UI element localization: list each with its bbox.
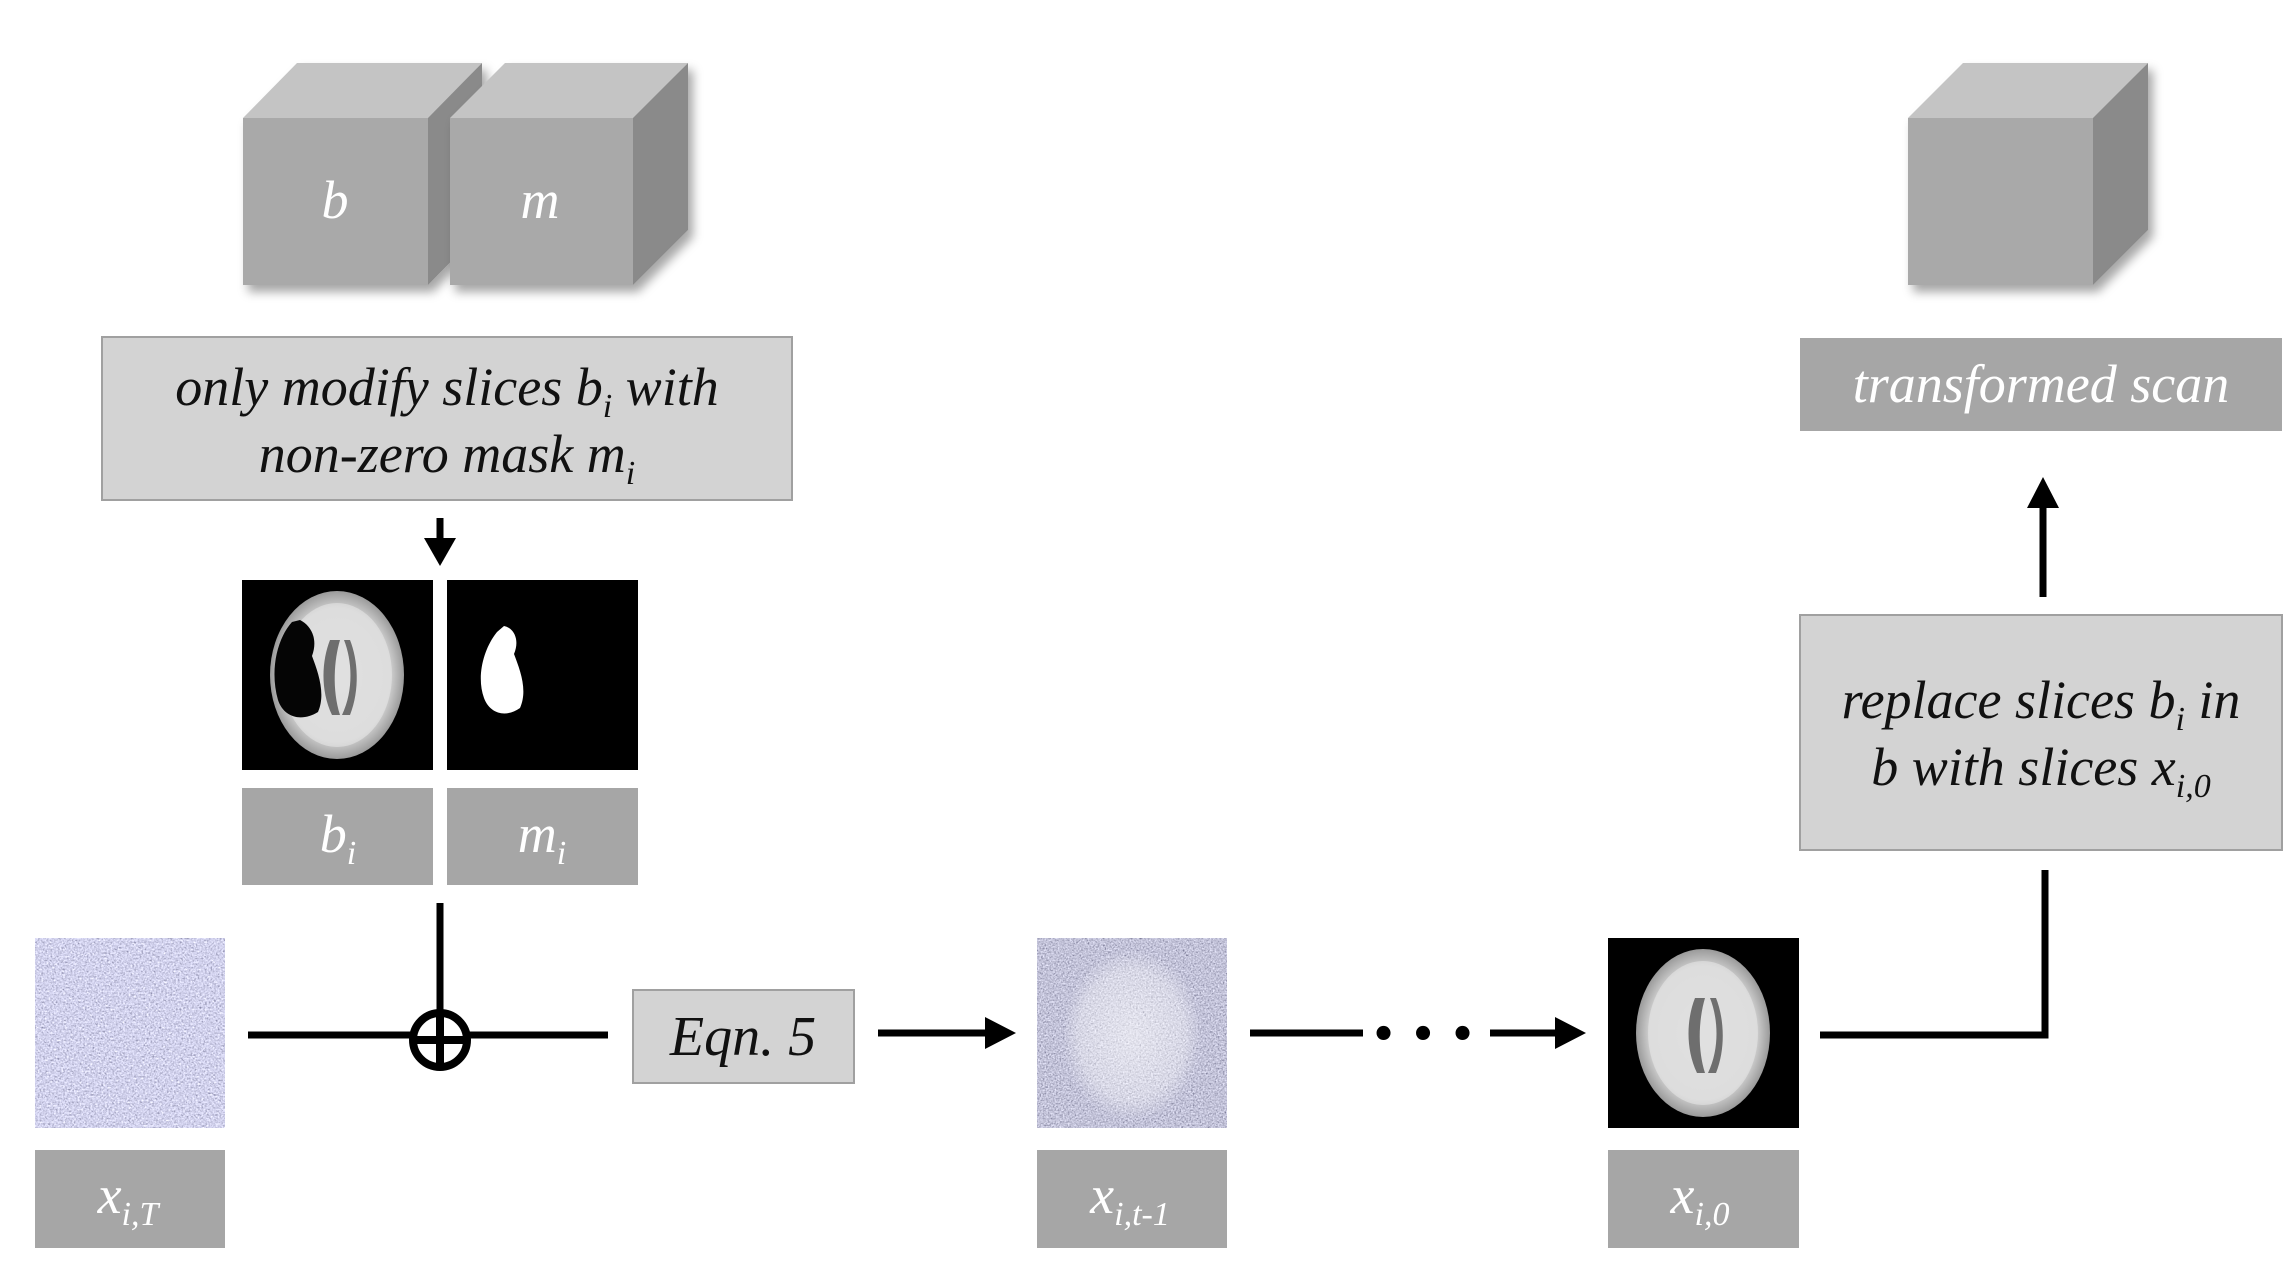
replace-note-line1: replace slices bi in [1842,670,2241,738]
slice-bi-image [242,580,433,770]
arrow-note-to-slices-head [424,538,456,566]
noise-image [35,938,225,1128]
combine-plus-icon [409,1009,471,1071]
final-label: xi,0 [1670,1165,1730,1233]
replace-note-box [1799,614,2283,851]
final-label-box [1608,1150,1799,1248]
arrow-replace-to-output-head [2027,477,2059,508]
step-label-box [1037,1150,1227,1248]
final-image [1608,938,1799,1128]
line-final-to-replace [1820,870,2049,1039]
replace-note-line2: b with slices xi,0 [1871,737,2210,805]
slice-bi-label: bi [320,804,356,872]
cube-m [450,63,688,285]
cube-m-label: m [521,170,560,230]
output-label-box [1800,338,2282,431]
ellipsis: • • • [1371,1012,1476,1058]
arrow-dots-to-final-head [1555,1017,1586,1049]
arrow-eqn-to-step-head [985,1017,1016,1049]
modify-note-line1: only modify slices bi with [175,357,718,425]
slice-mi-image [447,580,638,770]
output-cube [1908,63,2148,285]
eqn-label: Eqn. 5 [669,1006,816,1068]
cube-b-label: b [322,170,349,230]
slice-mi-label-box [447,788,638,885]
step-label: xi,t-1 [1089,1165,1170,1233]
modify-note-line2: non-zero mask mi [259,424,635,492]
slice-bi-label-box [242,788,433,885]
noise-label-box [35,1150,225,1248]
step-image [1037,938,1227,1128]
cube-b [243,63,482,285]
modify-note-box [101,336,793,501]
output-label: transformed scan [1853,354,2230,414]
slice-mi-label: mi [518,804,566,872]
noise-label: xi,T [97,1165,161,1233]
eqn-box [632,989,855,1084]
